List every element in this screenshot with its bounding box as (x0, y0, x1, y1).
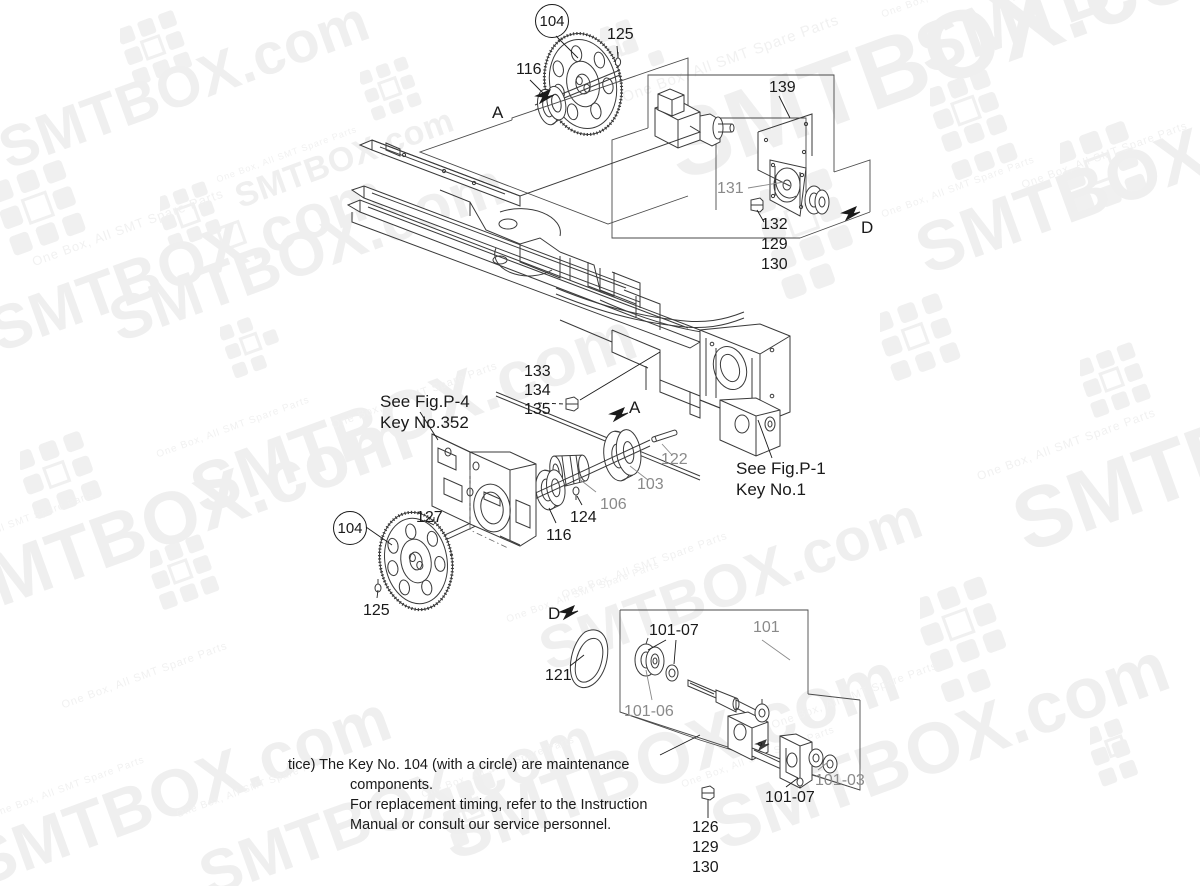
label-132: 132 (761, 216, 788, 233)
arrow-marker-a-top: A (492, 103, 504, 122)
see-fig-p1-line1: See Fig.P-1 (736, 459, 826, 478)
leader-lines (365, 35, 829, 818)
label-101-06: 101-06 (624, 703, 674, 720)
shaft-rod (687, 679, 761, 721)
callout-104-left: 104 (333, 511, 367, 545)
label-129-bottom: 129 (692, 839, 719, 856)
arrow-marker-d-top: D (861, 218, 874, 237)
label-124: 124 (570, 509, 597, 526)
fan-bracket (757, 113, 813, 217)
servo-motor (654, 88, 735, 149)
label-133: 133 (524, 363, 551, 380)
see-fig-p4-line2: Key No.352 (380, 413, 469, 432)
label-101: 101 (753, 619, 780, 636)
label-116-middle: 116 (546, 527, 572, 544)
notice-line-2: components. (350, 777, 434, 793)
middle-shaft-assembly (379, 396, 678, 571)
notice-pointer (659, 734, 701, 756)
top-gear-assembly (418, 31, 689, 225)
left-gear-assembly (374, 510, 454, 612)
notice-line-1: tice) The Key No. 104 (with a circle) ar… (288, 757, 630, 773)
notice-line-4: Manual or consult our service personnel. (350, 817, 612, 833)
label-127: 127 (416, 509, 443, 526)
label-101-07-top: 101-07 (649, 622, 699, 639)
label-106: 106 (600, 496, 627, 513)
see-fig-p4-line1: See Fig.P-4 (380, 392, 470, 411)
label-101-03: 101-03 (815, 772, 865, 789)
label-125-top: 125 (607, 26, 634, 43)
label-101-07-bottom: 101-07 (765, 789, 815, 806)
label-129-top: 129 (761, 236, 788, 253)
label-130-top: 130 (761, 256, 788, 273)
motor-assembly (611, 74, 871, 239)
label-139: 139 (769, 79, 796, 96)
notice-line-3: For replacement timing, refer to the Ins… (350, 797, 648, 813)
label-126: 126 (692, 819, 719, 836)
main-chassis-frame (346, 125, 791, 481)
label-134: 134 (524, 382, 551, 399)
bottom-right-assembly (619, 609, 861, 801)
belt-assembly (558, 605, 609, 688)
label-103: 103 (637, 476, 664, 493)
callout-104-top: 104 (535, 4, 569, 38)
label-121: 121 (545, 667, 572, 684)
label-122: 122 (661, 451, 688, 468)
label-125-left: 125 (363, 602, 390, 619)
mount-bracket (727, 699, 838, 789)
see-fig-p1-line2: Key No.1 (736, 480, 806, 499)
label-135: 135 (524, 401, 551, 418)
label-131: 131 (717, 180, 744, 197)
bracket-plate-352 (431, 433, 537, 549)
arrow-marker-d-bottom: D (548, 604, 561, 623)
label-130-bottom: 130 (692, 859, 719, 876)
label-116-top: 116 (516, 61, 542, 78)
arrow-marker-a-middle: A (629, 398, 641, 417)
